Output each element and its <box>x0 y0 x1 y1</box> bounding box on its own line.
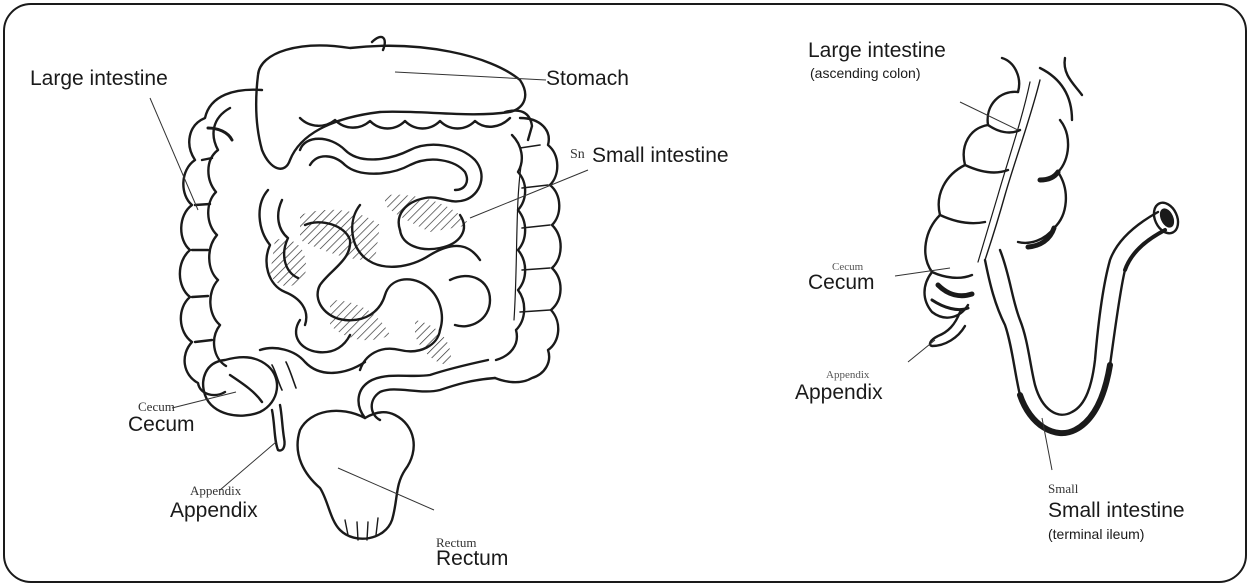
label-small-intestine-left: Small intestine <box>592 145 729 166</box>
transverse-colon <box>300 118 510 129</box>
label-cecum-right: Cecum <box>808 272 875 293</box>
label-terminal-ileum: (terminal ileum) <box>1048 527 1144 541</box>
rectum-shape <box>298 411 414 539</box>
label-small-intestine-right: Small intestine <box>1048 500 1185 521</box>
label-large-intestine-right: Large intestine <box>808 40 946 61</box>
right-intestine-drawing <box>925 58 1183 433</box>
ascending-colon <box>180 90 262 395</box>
label-large-intestine-left: Large intestine <box>30 68 168 89</box>
left-intestine-drawing <box>180 37 561 540</box>
descending-colon <box>495 118 561 382</box>
ileum-tube <box>985 230 1165 433</box>
label-ascending-colon: (ascending colon) <box>810 66 921 80</box>
label-cecum-left: Cecum <box>128 414 195 435</box>
label-appendix-left: Appendix <box>170 500 258 521</box>
label-cecum-print-left: Cecum <box>138 400 175 413</box>
label-stomach: Stomach <box>546 68 629 89</box>
label-small-print-right: Small <box>1048 482 1078 495</box>
label-rectum: Rectum <box>436 548 508 569</box>
label-appendix-print-left: Appendix <box>190 484 241 497</box>
stomach-shape <box>256 46 525 169</box>
label-appendix-right: Appendix <box>795 382 883 403</box>
label-small-intestine-print-stub: Sn <box>570 148 585 162</box>
mesentery-hatching <box>270 195 470 365</box>
label-appendix-print-right: Appendix <box>826 370 869 381</box>
left-leader-lines <box>150 72 588 510</box>
cecum-shape <box>203 357 277 415</box>
